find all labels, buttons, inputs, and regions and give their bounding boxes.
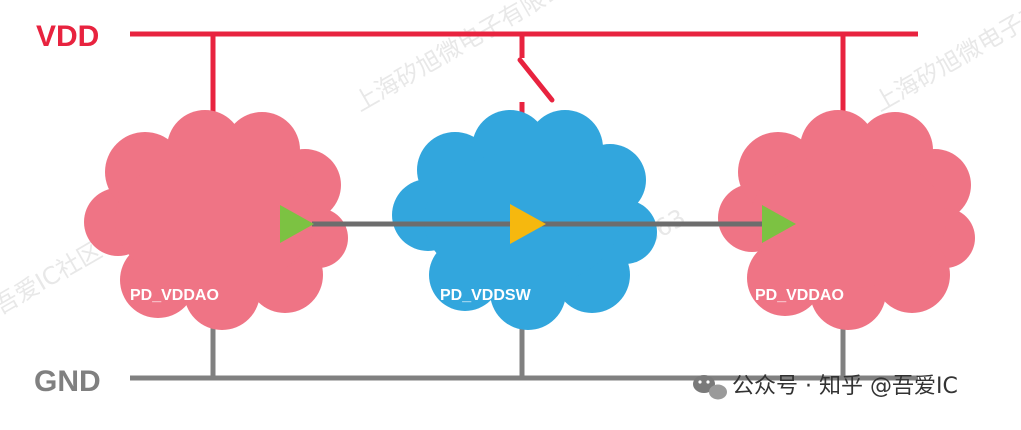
source-credit: 公众号 · 知乎 @吾爱IC [693,374,958,400]
credit-text: 公众号 · 知乎 @吾爱IC [732,374,958,399]
buffer-right-icon [762,205,796,243]
vdd-label: VDD [36,20,99,53]
buffer-middle-icon [510,204,546,244]
buffer-left-icon [280,205,314,243]
watermark-company-1: 上海矽旭微电子有限公司 [349,0,592,117]
domain-label-right: PD_VDDAO [755,287,844,304]
domain-cloud-right [718,110,975,330]
signal-path [280,204,796,244]
watermark-company-2: 上海矽旭微电子有限公司 [869,0,1021,117]
wechat-icon [693,375,727,400]
domain-label-middle: PD_VDDSW [440,287,532,304]
power-switch-icon [517,57,555,103]
gnd-label: GND [34,365,101,398]
domain-label-left: PD_VDDAO [130,287,219,304]
domain-cloud-left [84,110,348,330]
